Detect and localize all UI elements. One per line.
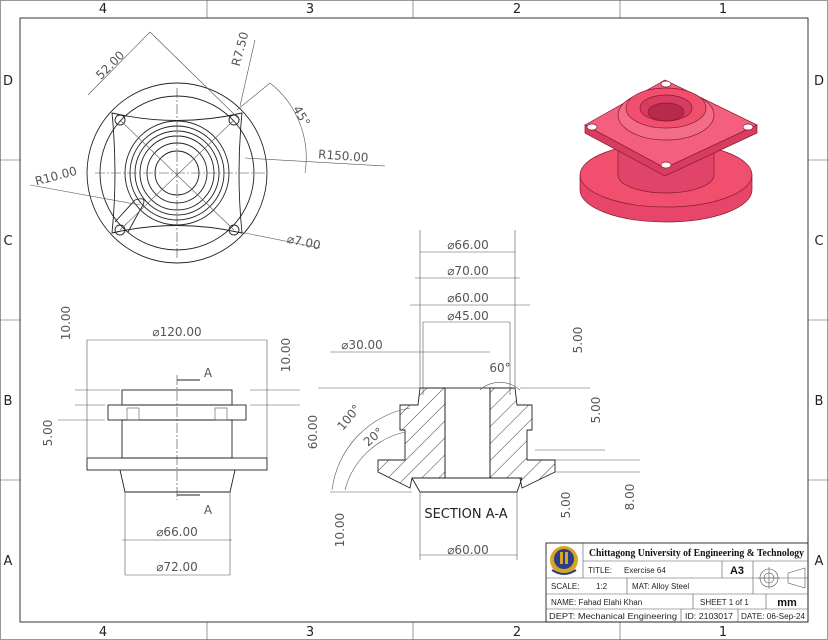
zone-row-b: B — [4, 394, 13, 409]
dim-sec-10: 10.00 — [333, 513, 347, 547]
dim-sec-dia30: ⌀30.00 — [341, 338, 383, 352]
dim-sec-5-c: 5.00 — [559, 492, 573, 519]
dim-dia66: ⌀66.00 — [156, 525, 198, 539]
dim-sec-5-a: 5.00 — [571, 327, 585, 354]
zone-col-4-bottom: 4 — [99, 625, 107, 640]
top-view: 52.00 R7.50 45° R150.00 R10.00 ⌀7.00 — [29, 30, 386, 264]
front-view: A A 10.00 ⌀120.00 10.00 5.00 ⌀66.00 ⌀72.… — [41, 306, 300, 576]
university-logo — [550, 546, 578, 575]
zone-col-3-bottom: 3 — [306, 625, 314, 640]
dim-dia120: ⌀120.00 — [152, 325, 201, 339]
dim-sec-dia45: ⌀45.00 — [447, 309, 489, 323]
section-view: ⌀66.00 ⌀70.00 ⌀60.00 ⌀45.00 ⌀30.00 60° 1… — [306, 230, 640, 560]
zone-col-2: 2 — [513, 2, 521, 17]
section-label: SECTION A-A — [424, 507, 507, 522]
scale-value: 1:2 — [596, 582, 608, 591]
dim-front-10-left: 10.00 — [59, 306, 73, 340]
dim-sec-100-deg: 100° — [334, 402, 363, 433]
zone-col-3: 3 — [306, 2, 314, 17]
zone-row-a: A — [4, 554, 13, 569]
zone-labels: 4 3 2 1 4 3 2 1 D C B A D C B A — [3, 2, 824, 640]
dim-r10: R10.00 — [34, 164, 79, 189]
author-name: NAME: Fahad Elahi Khan — [551, 598, 642, 607]
title-block: Chittagong University of Engineering & T… — [545, 542, 809, 623]
dim-front-10-right: 10.00 — [279, 338, 293, 372]
zone-col-4: 4 — [99, 2, 107, 17]
dim-sec-60-deg: 60° — [489, 361, 510, 375]
dim-sec-5-b: 5.00 — [589, 397, 603, 424]
student-id: ID: 2103017 — [685, 612, 734, 621]
section-marker-top: A — [204, 366, 213, 380]
title-label: TITLE: — [588, 566, 612, 575]
dim-sec-dia70: ⌀70.00 — [447, 264, 489, 278]
zone-col-1-bottom: 1 — [719, 625, 727, 640]
scale-label: SCALE: — [551, 582, 579, 591]
dim-sec-dia60-bottom: ⌀60.00 — [447, 543, 489, 557]
dim-r7-5: R7.50 — [229, 30, 252, 67]
dim-sec-8: 8.00 — [623, 484, 637, 511]
units: mm — [777, 597, 797, 609]
zone-col-2-bottom: 2 — [513, 625, 521, 640]
dim-52: 52.00 — [93, 48, 127, 82]
zone-row-d-right: D — [814, 74, 824, 89]
zone-col-1: 1 — [719, 2, 727, 17]
drawing-title: Exercise 64 — [624, 566, 666, 575]
zone-row-d: D — [3, 74, 13, 89]
dim-front-5: 5.00 — [41, 420, 55, 447]
section-marker-bottom: A — [204, 503, 213, 517]
date: DATE: 06-Sep-24 — [741, 612, 806, 621]
projection-symbol-icon — [758, 567, 806, 589]
material: MAT: Alloy Steel — [632, 582, 689, 591]
sheet-number: SHEET 1 of 1 — [700, 598, 749, 607]
bolt-holes — [114, 114, 240, 236]
paper-size: A3 — [730, 565, 744, 577]
dim-r150: R150.00 — [318, 147, 369, 164]
university-name: Chittagong University of Engineering & T… — [589, 548, 805, 559]
dim-sec-60: 60.00 — [306, 415, 320, 449]
dim-dia7: ⌀7.00 — [286, 232, 322, 253]
dim-45-deg: 45° — [290, 103, 313, 128]
dim-sec-dia60-top: ⌀60.00 — [447, 291, 489, 305]
zone-row-c-right: C — [814, 234, 823, 249]
dim-sec-20-deg: 20° — [361, 425, 386, 449]
zone-row-c: C — [3, 234, 12, 249]
dim-dia72: ⌀72.00 — [156, 560, 198, 574]
department: DEPT: Mechanical Engineering — [549, 612, 677, 621]
zone-row-a-right: A — [815, 554, 824, 569]
dim-sec-dia66: ⌀66.00 — [447, 238, 489, 252]
zone-row-b-right: B — [815, 394, 824, 409]
isometric-view — [579, 79, 758, 223]
